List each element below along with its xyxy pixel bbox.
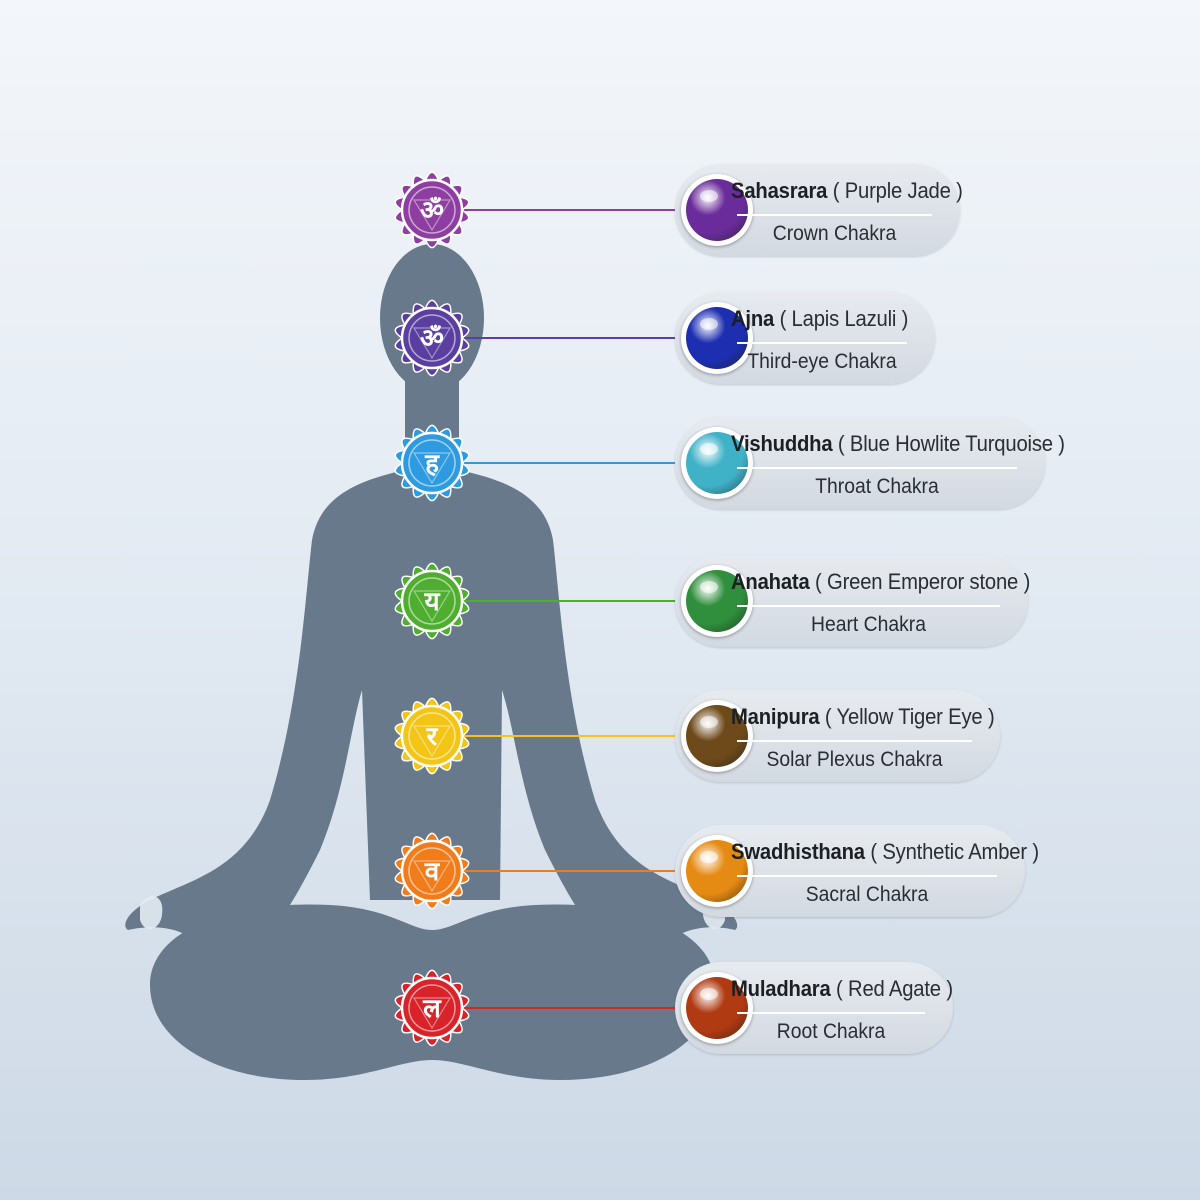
chakra-english-name: Sacral Chakra bbox=[805, 883, 929, 906]
chakra-card-manipura: Manipura ( Yellow Tiger Eye ) Solar Plexu… bbox=[675, 690, 1000, 782]
card-divider bbox=[737, 467, 1017, 469]
om-lotus-icon: ॐ bbox=[394, 171, 470, 249]
card-divider bbox=[737, 605, 1000, 607]
chakra-glyph: र bbox=[426, 722, 439, 752]
chakra-title: Manipura ( Yellow Tiger Eye ) bbox=[731, 704, 995, 730]
stone-name: ( Blue Howlite Turquoise ) bbox=[832, 431, 1065, 456]
chakra-english-name: Crown Chakra bbox=[772, 222, 897, 245]
card-divider bbox=[737, 214, 932, 216]
chakra-glyph: ह bbox=[424, 449, 440, 479]
sanskrit-name: Sahasrara bbox=[731, 178, 828, 203]
chakra-title: Swadhisthana ( Synthetic Amber ) bbox=[731, 839, 1039, 865]
chakra-glyph: व bbox=[424, 857, 441, 887]
gemstone-bead-icon bbox=[681, 302, 753, 374]
root-lotus-icon: ल bbox=[394, 969, 470, 1047]
chakra-glyph: ॐ bbox=[420, 324, 444, 354]
chakra-english-name: Heart Chakra bbox=[811, 613, 926, 636]
sanskrit-name: Anahata bbox=[731, 569, 810, 594]
heart-lotus-icon: य bbox=[394, 562, 470, 640]
chakra-card-muladhara: Muladhara ( Red Agate ) Root Chakra bbox=[675, 962, 953, 1054]
sanskrit-name: Muladhara bbox=[731, 976, 831, 1001]
chakra-glyph: ल bbox=[422, 994, 442, 1024]
gemstone-bead-icon bbox=[681, 427, 753, 499]
stone-name: ( Yellow Tiger Eye ) bbox=[819, 704, 995, 729]
chakra-card-sahasrara: Sahasrara ( Purple Jade ) Crown Chakra bbox=[675, 164, 963, 256]
chakra-card-anahata: Anahata ( Green Emperor stone ) Heart Cha… bbox=[675, 555, 1030, 647]
chakra-glyph: ॐ bbox=[420, 196, 444, 226]
chakra-symbols: ॐ ॐ ह य र व ल bbox=[394, 171, 470, 1047]
gemstone-bead-icon bbox=[681, 700, 753, 772]
sanskrit-name: Manipura bbox=[731, 704, 820, 729]
throat-lotus-icon: ह bbox=[394, 424, 470, 502]
sanskrit-name: Ajna bbox=[731, 306, 775, 331]
stone-name: ( Purple Jade ) bbox=[827, 178, 963, 203]
stone-name: ( Green Emperor stone ) bbox=[809, 569, 1031, 594]
chakra-title: Sahasrara ( Purple Jade ) bbox=[731, 178, 963, 204]
chakra-card-ajna: Ajna ( Lapis Lazuli ) Third-eye Chakra bbox=[675, 292, 935, 384]
third-eye-lotus-icon: ॐ bbox=[394, 299, 470, 377]
gemstone-bead-icon bbox=[681, 835, 753, 907]
chakra-english-name: Third-eye Chakra bbox=[747, 350, 897, 373]
gemstone-bead-icon bbox=[681, 565, 753, 637]
chakra-english-name: Solar Plexus Chakra bbox=[766, 748, 943, 771]
chakra-title: Vishuddha ( Blue Howlite Turquoise ) bbox=[731, 431, 1065, 457]
chakra-english-name: Throat Chakra bbox=[815, 475, 939, 498]
chakra-card-vishuddha: Vishuddha ( Blue Howlite Turquoise ) Thro… bbox=[675, 417, 1065, 509]
chakra-title: Ajna ( Lapis Lazuli ) bbox=[731, 306, 908, 332]
sacral-lotus-icon: व bbox=[394, 832, 470, 910]
solar-plexus-lotus-icon: र bbox=[394, 697, 470, 775]
left-hand-icon bbox=[140, 896, 163, 930]
gemstone-bead-icon bbox=[681, 972, 753, 1044]
chakra-glyph: य bbox=[423, 587, 440, 617]
connector-lines bbox=[462, 209, 685, 1009]
card-divider bbox=[737, 342, 907, 344]
sanskrit-name: Vishuddha bbox=[731, 431, 833, 456]
stone-name: ( Red Agate ) bbox=[830, 976, 953, 1001]
gemstone-bead-icon bbox=[681, 174, 753, 246]
stone-name: ( Lapis Lazuli ) bbox=[774, 306, 909, 331]
chakra-card-swadhisthana: Swadhisthana ( Synthetic Amber ) Sacral C… bbox=[675, 825, 1039, 917]
card-divider bbox=[737, 1012, 925, 1014]
chakra-english-name: Root Chakra bbox=[776, 1020, 886, 1043]
card-divider bbox=[737, 875, 997, 877]
chakra-title: Anahata ( Green Emperor stone ) bbox=[731, 569, 1030, 595]
sanskrit-name: Swadhisthana bbox=[731, 839, 865, 864]
stone-name: ( Synthetic Amber ) bbox=[864, 839, 1039, 864]
card-divider bbox=[737, 740, 972, 742]
chakra-title: Muladhara ( Red Agate ) bbox=[731, 976, 953, 1002]
